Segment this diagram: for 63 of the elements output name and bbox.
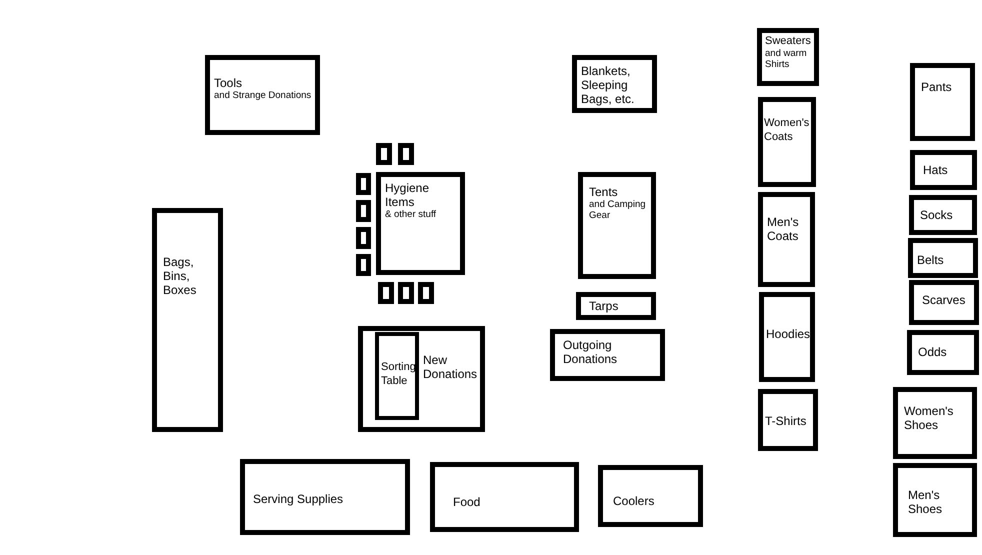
storage-area <box>909 280 979 325</box>
area-label: Men's Shoes <box>908 488 944 516</box>
storage-area <box>907 330 979 375</box>
storage-area <box>152 208 223 432</box>
storage-area <box>576 292 656 320</box>
small-box <box>398 143 414 165</box>
area-label: Bags, Bins, Boxes <box>163 255 198 297</box>
area-label: Hoodies <box>766 327 808 341</box>
storage-area <box>375 332 419 420</box>
small-box <box>418 282 434 304</box>
storage-area <box>910 63 975 141</box>
storage-area <box>578 172 656 279</box>
area-label: Tools <box>214 76 244 90</box>
area-label: Tarps <box>589 299 620 313</box>
small-box <box>356 227 371 249</box>
area-label: Hats <box>923 163 949 177</box>
small-box <box>398 282 414 304</box>
storage-area <box>758 192 815 287</box>
area-label: Coolers <box>613 494 656 508</box>
area-label: Food <box>453 495 482 509</box>
area-label: Sweaters <box>765 34 812 48</box>
area-label: Men's Coats <box>767 215 800 243</box>
storage-area <box>893 387 977 459</box>
small-box <box>378 282 394 304</box>
area-label: Hygiene Items <box>385 181 430 209</box>
storage-area <box>240 459 410 535</box>
storage-area <box>909 195 977 235</box>
area-label: Odds <box>918 345 948 359</box>
area-label: Socks <box>920 208 954 222</box>
area-label: Women's Coats <box>764 116 809 144</box>
small-box <box>356 200 371 222</box>
area-label: New Donations <box>423 353 478 381</box>
area-label: Pants <box>921 80 953 94</box>
storage-area <box>572 55 657 113</box>
area-label: Belts <box>917 253 945 267</box>
storage-area <box>758 97 816 187</box>
storage-area <box>893 463 977 537</box>
small-box <box>356 254 371 276</box>
area-sublabel: and Strange Donations <box>214 90 312 101</box>
area-label: Sorting Table <box>381 360 413 388</box>
area-label: Scarves <box>922 293 966 307</box>
storage-area <box>358 326 485 432</box>
area-label: Blankets, Sleeping Bags, etc. <box>581 64 636 106</box>
small-box <box>376 143 392 165</box>
area-label: Outgoing Donations <box>563 338 618 366</box>
area-label: T-Shirts <box>765 414 808 428</box>
storage-area <box>430 462 579 532</box>
storage-area <box>205 55 320 135</box>
storage-area <box>758 389 818 451</box>
area-sublabel: and Camping Gear <box>589 199 647 221</box>
small-box <box>356 173 371 195</box>
storage-area <box>759 292 815 382</box>
storage-area <box>757 28 819 86</box>
storage-area <box>910 150 977 190</box>
storage-area <box>376 172 465 275</box>
storage-area <box>550 329 665 381</box>
area-label: Serving Supplies <box>253 492 344 506</box>
storage-area <box>598 465 703 527</box>
area-label: Women's Shoes <box>904 404 954 432</box>
area-sublabel: and warm Shirts <box>765 48 808 70</box>
area-sublabel: & other stuff <box>385 209 438 220</box>
storage-area <box>908 238 978 278</box>
area-label: Tents <box>589 185 619 199</box>
